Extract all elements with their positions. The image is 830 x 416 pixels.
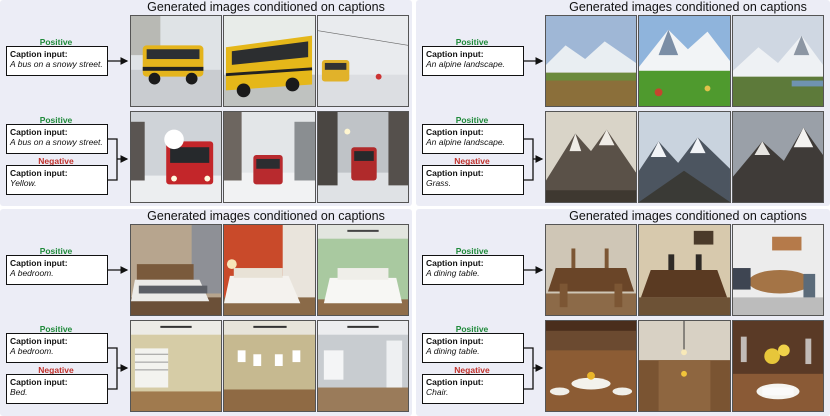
caption-value: A bus on a snowy street. — [10, 59, 103, 69]
caption-value: Bed. — [10, 387, 28, 397]
generated-image — [732, 320, 824, 412]
generated-image — [130, 224, 222, 316]
generated-image — [732, 15, 824, 107]
caption-key: Caption input: — [10, 49, 68, 59]
generated-image — [545, 15, 637, 107]
caption-value: Yellow. — [10, 178, 37, 188]
generated-image — [317, 111, 409, 203]
caption-value: An alpine landscape. — [426, 137, 505, 147]
generated-image — [223, 15, 316, 107]
panel-title: Generated images conditioned on captions — [569, 209, 807, 223]
caption-input-box: Caption input: Bed. — [6, 374, 108, 404]
caption-input-box: Caption input: An alpine landscape. — [422, 124, 524, 154]
caption-key: Caption input: — [426, 377, 484, 387]
generated-image — [317, 224, 409, 316]
caption-input-box: Caption input: A bus on a snowy street. — [6, 124, 108, 154]
caption-input-box: Caption input: A bedroom. — [6, 255, 108, 285]
panel-bedroom: Generated images conditioned on captions… — [0, 209, 412, 416]
negative-label: Negative — [454, 156, 490, 166]
negative-label: Negative — [454, 365, 490, 375]
panel-alpine: Generated images conditioned on captions… — [416, 0, 830, 206]
panel-title: Generated images conditioned on captions — [147, 209, 385, 223]
positive-label: Positive — [455, 37, 489, 47]
caption-value: A dining table. — [426, 268, 480, 278]
generated-image — [732, 224, 824, 316]
positive-label: Positive — [39, 37, 73, 47]
generated-image — [130, 15, 222, 107]
caption-key: Caption input: — [10, 127, 68, 137]
generated-image — [223, 320, 316, 412]
panel-dining: Generated images conditioned on captions… — [416, 209, 830, 416]
caption-key: Caption input: — [426, 127, 484, 137]
generated-image — [545, 224, 637, 316]
caption-input-box: Caption input: Grass. — [422, 165, 524, 195]
positive-label: Positive — [455, 324, 489, 334]
caption-input-box: Caption input: An alpine landscape. — [422, 46, 524, 76]
generated-image — [317, 320, 409, 412]
caption-input-box: Caption input: Chair. — [422, 374, 524, 404]
generated-image — [223, 111, 316, 203]
caption-input-box: Caption input: A dining table. — [422, 255, 524, 285]
caption-key: Caption input: — [10, 336, 68, 346]
caption-value: A bus on a snowy street. — [10, 137, 103, 147]
generated-image — [638, 320, 731, 412]
caption-key: Caption input: — [10, 168, 68, 178]
caption-input-box: Caption input: A bedroom. — [6, 333, 108, 363]
caption-value: A bedroom. — [10, 268, 54, 278]
positive-label: Positive — [39, 246, 73, 256]
positive-label: Positive — [455, 246, 489, 256]
caption-value: Chair. — [426, 387, 449, 397]
caption-value: A dining table. — [426, 346, 480, 356]
caption-value: A bedroom. — [10, 346, 54, 356]
panel-title: Generated images conditioned on captions — [569, 0, 807, 14]
generated-image — [545, 111, 637, 203]
generated-image — [638, 15, 731, 107]
generated-image — [638, 224, 731, 316]
caption-key: Caption input: — [426, 258, 484, 268]
negative-label: Negative — [38, 156, 74, 166]
positive-label: Positive — [39, 115, 73, 125]
caption-key: Caption input: — [10, 377, 68, 387]
generated-image — [317, 15, 409, 107]
caption-value: An alpine landscape. — [426, 59, 505, 69]
panel-title: Generated images conditioned on captions — [147, 0, 385, 14]
caption-input-box: Caption input: A dining table. — [422, 333, 524, 363]
generated-image — [223, 224, 316, 316]
panel-bus: Generated images conditioned on captions… — [0, 0, 412, 206]
caption-key: Caption input: — [426, 168, 484, 178]
generated-image — [545, 320, 637, 412]
negative-label: Negative — [38, 365, 74, 375]
caption-value: Grass. — [426, 178, 452, 188]
caption-input-box: Caption input: A bus on a snowy street. — [6, 46, 108, 76]
caption-key: Caption input: — [426, 49, 484, 59]
generated-image — [130, 320, 222, 412]
caption-key: Caption input: — [426, 336, 484, 346]
caption-key: Caption input: — [10, 258, 68, 268]
positive-label: Positive — [39, 324, 73, 334]
generated-image — [732, 111, 824, 203]
generated-image — [638, 111, 731, 203]
generated-image — [130, 111, 222, 203]
positive-label: Positive — [455, 115, 489, 125]
caption-input-box: Caption input: Yellow. — [6, 165, 108, 195]
